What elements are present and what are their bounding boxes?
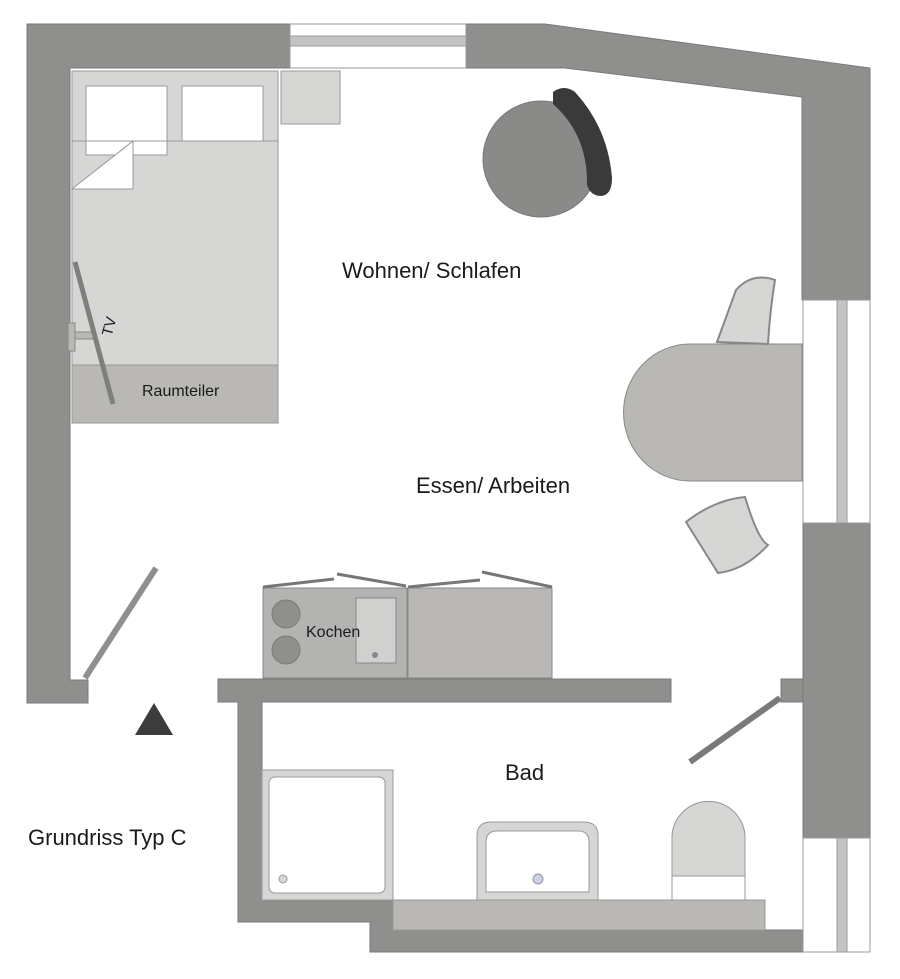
entrance-triangle-icon <box>135 703 173 735</box>
room-label-bad: Bad <box>505 760 545 785</box>
room-label-wohnen: Wohnen/ Schlafen <box>342 258 522 283</box>
right-window-lower <box>802 837 871 953</box>
dining-chair-top <box>715 276 777 346</box>
shower <box>261 769 394 901</box>
nightstand <box>280 70 341 125</box>
dining-chair-bottom <box>684 495 770 575</box>
top-window <box>289 23 467 69</box>
room-divider-label: Raumteiler <box>142 383 220 400</box>
entrance-door <box>82 566 159 680</box>
toilet <box>671 801 746 901</box>
kitchen-label: Kochen <box>306 624 361 641</box>
room-label-essen: Essen/ Arbeiten <box>416 473 571 498</box>
kitchen-block <box>262 570 553 679</box>
walls <box>26 23 871 953</box>
bath-counter <box>392 899 766 931</box>
armchair <box>482 88 612 218</box>
tv <box>67 261 116 405</box>
bath-door <box>688 695 782 765</box>
dining-table <box>623 343 803 482</box>
plan-title: Grundriss Typ C <box>28 825 187 850</box>
right-window-upper <box>802 299 871 524</box>
sink <box>476 821 599 901</box>
bed <box>70 70 279 366</box>
